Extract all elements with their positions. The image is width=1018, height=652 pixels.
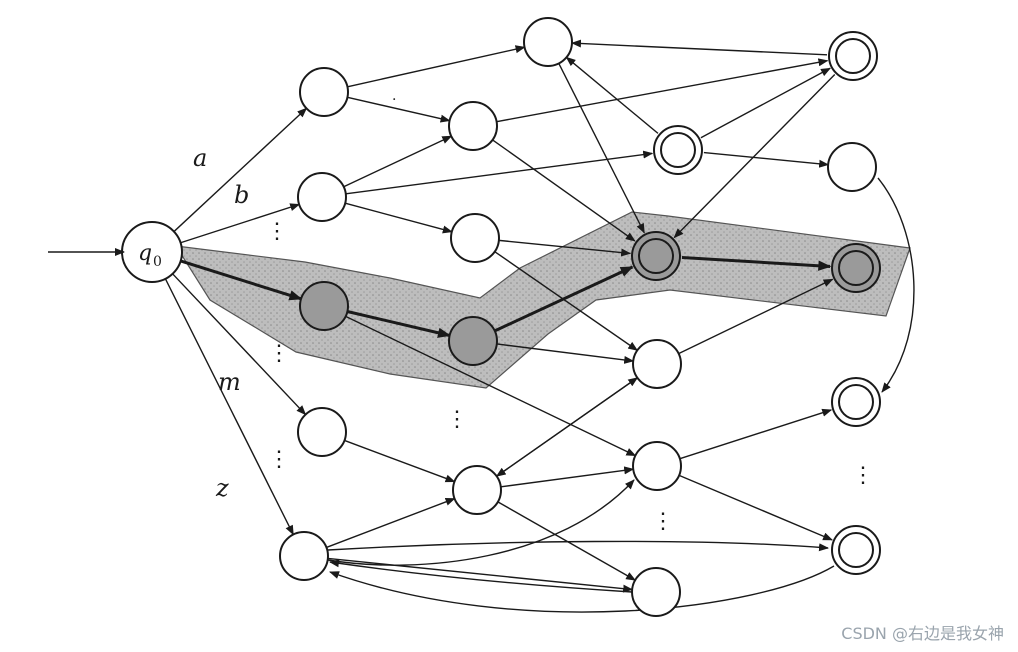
edge-z-n [327, 557, 634, 593]
state-f [448, 316, 498, 366]
accept-ring-i [660, 132, 696, 168]
edge-o-h [570, 39, 828, 56]
vdots-1: ⋮ [266, 219, 288, 244]
edge-f-j [494, 265, 634, 333]
state-h [523, 17, 573, 67]
state-e [450, 213, 500, 263]
edge-g-l [500, 466, 635, 488]
vdots-2: ⋮ [268, 341, 290, 366]
state-p [827, 142, 877, 192]
watermark: CSDN @右边是我女神 [841, 624, 1004, 643]
edge-e-j [498, 239, 632, 257]
edge-c-l [345, 315, 637, 457]
curved-edge-s-z [329, 565, 835, 613]
accept-ring-j [638, 238, 674, 274]
vdots-4: ⋮ [446, 407, 468, 432]
edge-f-k [496, 343, 635, 364]
state-b [297, 172, 347, 222]
edge-i-h [565, 56, 659, 134]
edge-g-n [497, 501, 637, 581]
edge-q0-m [172, 273, 307, 416]
start-state-subscript: 0 [153, 254, 162, 270]
accept-ring-r [838, 384, 874, 420]
edge-l-r [679, 408, 833, 460]
edge-d-o [496, 58, 829, 123]
start-state-symbol: q [138, 241, 152, 266]
edge-label-b: b [234, 181, 249, 209]
state-d [448, 101, 498, 151]
edge-b-d [343, 135, 453, 188]
curved-edge-z-s [327, 540, 829, 552]
accept-ring-s [838, 532, 874, 568]
dot-small: · [392, 92, 396, 108]
curved-edge-z-l [327, 479, 635, 566]
curved-edge-n-z [329, 559, 633, 593]
state-c [299, 281, 349, 331]
edge-j-qq [681, 256, 832, 271]
edge-c-f [347, 310, 451, 338]
edge-m-g [344, 439, 456, 483]
vdots-5: ⋮ [652, 509, 674, 534]
state-n [631, 567, 681, 617]
edge-d-j [492, 139, 636, 242]
vdots-6: ⋮ [852, 463, 874, 488]
edge-l-s [678, 474, 833, 541]
state-z [279, 531, 329, 581]
edge-e-k [494, 251, 639, 351]
edge-o-j [673, 74, 836, 239]
state-l [632, 441, 682, 491]
edge-label-z: z [215, 474, 229, 502]
edge-q0-a [173, 107, 308, 233]
state-k [632, 339, 682, 389]
edge-q0-c [180, 259, 303, 301]
edge-g-k [496, 377, 639, 477]
edge-a-h [347, 45, 526, 88]
edge-h-j [558, 63, 645, 234]
state-a [299, 67, 349, 117]
edge-q0-z [164, 278, 294, 536]
edge-label-a: a [193, 144, 207, 172]
edge-i-o [700, 67, 831, 139]
edge-a-d [347, 96, 451, 123]
accept-ring-qq [838, 250, 874, 286]
edge-b-i [345, 150, 654, 195]
state-m [297, 407, 347, 457]
edge-z-g [326, 497, 456, 549]
highlight-region [174, 211, 911, 389]
edge-i-p [703, 151, 830, 168]
edge-q0-b [180, 203, 301, 244]
edge-b-e [345, 202, 453, 234]
edge-label-m: m [218, 368, 241, 396]
edge-k-qq [678, 278, 834, 355]
vdots-3: ⋮ [268, 447, 290, 472]
accept-ring-o [835, 38, 871, 74]
state-g [452, 465, 502, 515]
curved-edge-p-r [877, 177, 915, 393]
